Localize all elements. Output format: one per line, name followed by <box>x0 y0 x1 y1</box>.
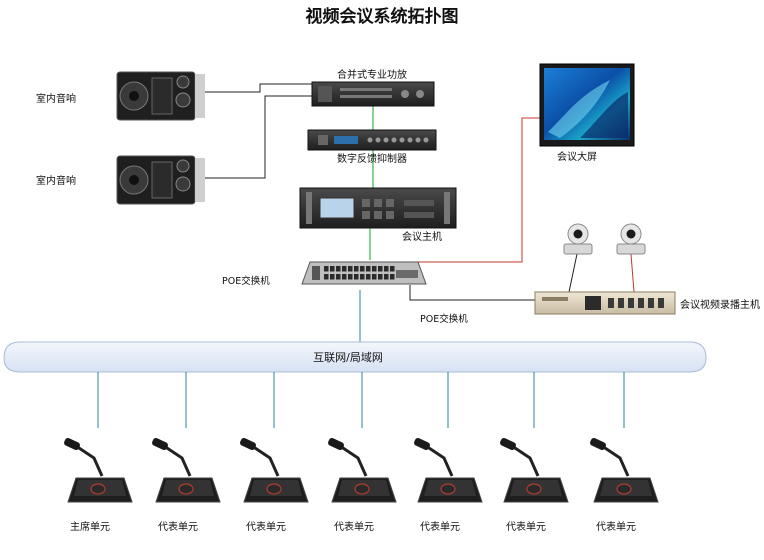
network-label: 互联网/局域网 <box>313 351 383 364</box>
switch-port <box>378 266 383 272</box>
switch-port <box>384 266 389 272</box>
feedback-suppressor-device <box>307 129 437 151</box>
amplifier-label: 合并式专业功放 <box>337 68 407 81</box>
microphone-arm <box>425 444 454 477</box>
microphone-arm <box>339 444 368 477</box>
microphone-arm <box>511 444 540 477</box>
switch-port <box>324 274 329 280</box>
conference-host-device <box>299 187 457 229</box>
speaker-1-label: 室内音响 <box>36 92 76 105</box>
speak-button-icon <box>90 483 106 495</box>
speaker-1 <box>116 71 205 121</box>
microphone-head <box>500 437 516 451</box>
connection-lines <box>205 83 635 342</box>
link-speaker1-amp <box>205 83 312 93</box>
switch-port <box>342 266 347 272</box>
microphone-arm <box>163 444 192 477</box>
delegate-unit: 代表单元 <box>590 372 659 533</box>
microphone-arm <box>251 444 280 477</box>
switch-port <box>360 266 365 272</box>
speak-button-icon <box>440 483 456 495</box>
switch-port <box>342 274 347 280</box>
poe-switch-device <box>301 261 427 285</box>
switch-port <box>390 266 395 272</box>
switch-port <box>390 274 395 280</box>
recorder-label: 会议视频录播主机 <box>680 298 760 311</box>
switch-port <box>348 274 353 280</box>
camera-2 <box>616 223 646 255</box>
microphone-head <box>328 437 344 451</box>
conference-screen <box>539 63 635 147</box>
network-bar <box>3 341 707 373</box>
link-speaker2-amp <box>205 95 312 179</box>
unit-label: 代表单元 <box>420 520 460 533</box>
switch-port <box>330 274 335 280</box>
delegate-unit: 主席单元 <box>64 372 133 533</box>
poe-bottom-label: POE交换机 <box>420 313 468 325</box>
unit-label: 主席单元 <box>70 520 110 533</box>
link-switch-screen <box>418 117 540 263</box>
unit-label: 代表单元 <box>334 520 374 533</box>
speak-button-icon <box>526 483 542 495</box>
delegate-unit: 代表单元 <box>500 372 569 533</box>
switch-port <box>366 266 371 272</box>
switch-port <box>372 274 377 280</box>
speak-button-icon <box>178 483 194 495</box>
camera-1 <box>563 223 593 255</box>
diagram-title: 视频会议系统拓扑图 <box>306 6 459 27</box>
microphone-head <box>64 437 80 451</box>
speak-button-icon <box>616 483 632 495</box>
unit-label: 代表单元 <box>596 520 636 533</box>
switch-port <box>360 274 365 280</box>
microphone-head <box>152 437 168 451</box>
delegate-units: 主席单元 代表单元 代表单元 代表单元 代表单元 代表单元 代表单元 <box>64 372 659 533</box>
switch-port <box>372 266 377 272</box>
switch-port <box>324 266 329 272</box>
amplifier-device <box>311 81 435 107</box>
microphone-head <box>590 437 606 451</box>
link-switch-recorder <box>409 285 535 301</box>
unit-label: 代表单元 <box>246 520 286 533</box>
microphone-arm <box>75 444 104 477</box>
delegate-unit: 代表单元 <box>328 372 397 533</box>
delegate-unit: 代表单元 <box>414 372 483 533</box>
switch-port <box>336 266 341 272</box>
switch-port <box>354 266 359 272</box>
link-camera2-recorder <box>630 253 635 293</box>
switch-port <box>336 274 341 280</box>
unit-label: 代表单元 <box>158 520 198 533</box>
poe-left-label: POE交换机 <box>222 275 270 287</box>
screen-label: 会议大屏 <box>557 150 597 163</box>
feedback-label: 数字反馈抑制器 <box>337 152 407 165</box>
unit-label: 代表单元 <box>506 520 546 533</box>
speak-button-icon <box>266 483 282 495</box>
speaker-2 <box>116 155 205 205</box>
host-label: 会议主机 <box>402 230 442 243</box>
microphone-head <box>240 437 256 451</box>
microphone-arm <box>601 444 630 477</box>
speaker-2-label: 室内音响 <box>36 174 76 187</box>
switch-port <box>378 274 383 280</box>
switch-port <box>354 274 359 280</box>
recording-host-device <box>534 291 676 315</box>
speak-button-icon <box>354 483 370 495</box>
delegate-unit: 代表单元 <box>152 372 221 533</box>
switch-port <box>330 266 335 272</box>
switch-port <box>384 274 389 280</box>
delegate-unit: 代表单元 <box>240 372 309 533</box>
switch-port <box>348 266 353 272</box>
switch-port <box>366 274 371 280</box>
link-camera1-recorder <box>568 253 578 293</box>
microphone-head <box>414 437 430 451</box>
